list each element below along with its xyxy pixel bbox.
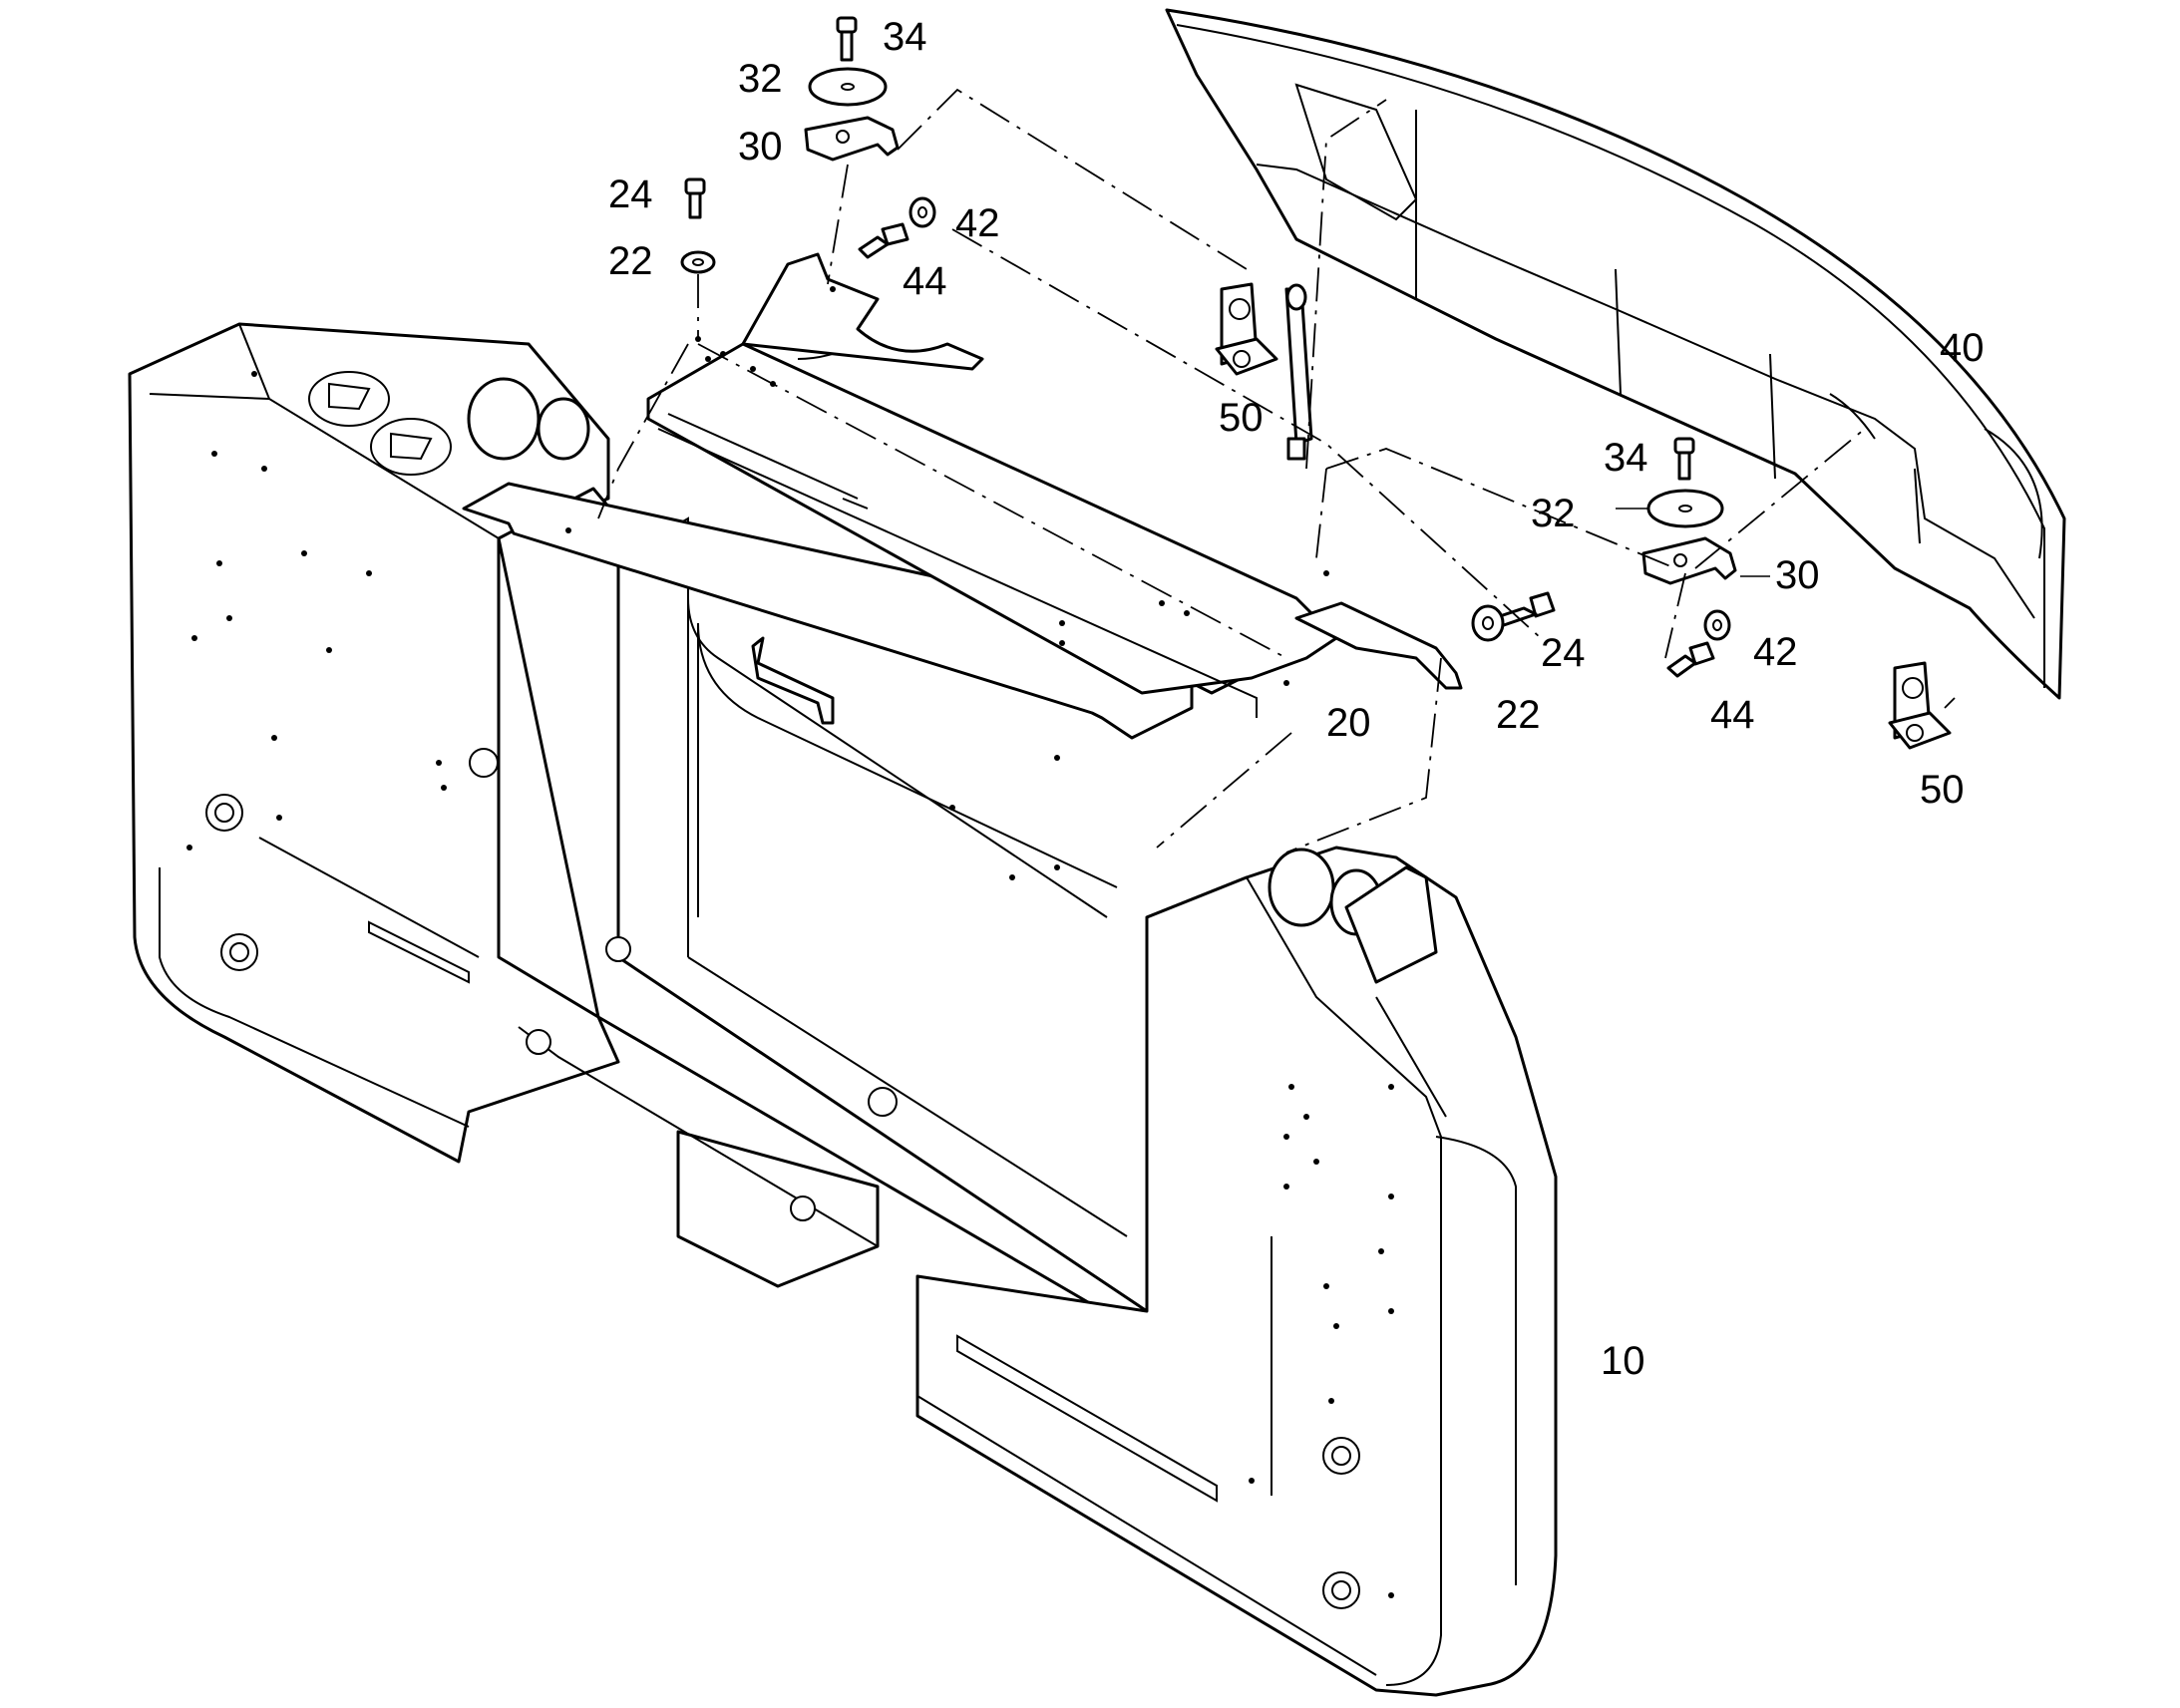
- fasteners-right-group: [1471, 437, 1737, 678]
- callout-20: 20: [1326, 701, 1371, 745]
- callout-10: 10: [1601, 1339, 1645, 1383]
- callout-42-left: 42: [955, 201, 1000, 245]
- part-10-housing: [128, 322, 1558, 1697]
- callout-50-right: 50: [1920, 768, 1965, 812]
- callout-44-right: 44: [1710, 693, 1755, 737]
- callout-30-right: 30: [1775, 553, 1820, 597]
- assembly-center-lines: [597, 88, 1956, 854]
- callout-34-left: 34: [883, 15, 927, 59]
- callout-30-left: 30: [738, 125, 783, 169]
- fasteners-left-group: [680, 16, 936, 274]
- callout-labels: 34 32 30 24 42 22 44 50 40 34 32 30 24 4…: [608, 15, 1985, 1383]
- callout-42-right: 42: [1753, 630, 1798, 674]
- callout-32-left: 32: [738, 57, 783, 101]
- callout-22-left: 22: [608, 239, 653, 283]
- callout-22-right: 22: [1496, 693, 1541, 737]
- callout-44-left: 44: [903, 259, 947, 303]
- part-20-plate: [462, 252, 1463, 740]
- callout-50-left: 50: [1219, 396, 1264, 440]
- callout-34-right: 34: [1604, 436, 1648, 480]
- gas-strut: [1284, 283, 1313, 461]
- callout-24-left: 24: [608, 172, 653, 216]
- part-50-hinge-left: [1215, 282, 1278, 376]
- mounting-holes: [186, 371, 1394, 1598]
- part-50-hinge-right: [1888, 661, 1952, 750]
- callout-40: 40: [1940, 326, 1985, 370]
- callout-32-right: 32: [1531, 492, 1576, 535]
- part-40-cover: [1165, 8, 2066, 700]
- leader-lines: [1616, 508, 1770, 577]
- callout-24-right: 24: [1541, 631, 1586, 675]
